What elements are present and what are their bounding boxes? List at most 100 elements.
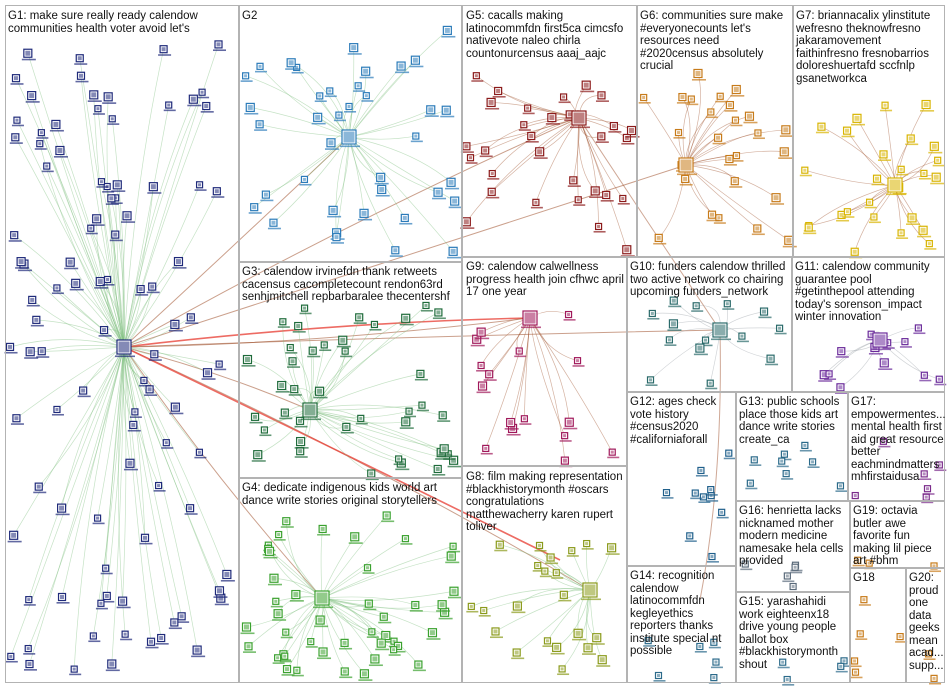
node-g7-11-fill [845,210,849,214]
node-g4-27-caption-mark [381,520,395,523]
edge-g1-35 [46,165,125,348]
node-g1-87-caption-mark [194,456,207,459]
node-g1-60-fill [8,344,13,349]
node-g4-18-fill [277,533,281,537]
edge-g1-44 [122,215,128,348]
node-g5-18-caption-mark [625,136,640,138]
edge-g1-6 [106,96,125,348]
node-g7-5-fill [872,215,876,219]
node-g1-30-caption-mark [176,621,190,623]
node-g13-0-fill [782,452,786,456]
node-g1-24-fill [164,441,168,445]
node-g13-4-fill [784,472,788,476]
node-g4-40-caption-mark [368,664,383,667]
edge-g5-5 [578,117,628,250]
node-g5-22-caption-mark [530,206,543,209]
node-g2-31-caption-mark [260,199,274,202]
node-g2-1-caption-mark [441,35,456,38]
node-g4-5-fill [243,624,249,630]
node-g1-27-caption-mark [201,378,216,380]
edge-g1-88 [73,346,125,670]
node-g3-29-caption-mark [404,415,417,418]
node-g3-15-caption-mark [287,366,301,368]
group-label-g7: G7: briannacalix ylinstitute wefresno th… [796,10,934,85]
node-g5-7-fill [592,188,598,194]
node-g10-6-caption-mark [774,332,787,335]
node-g1-74-fill [99,180,103,184]
node-g1-74-caption-mark [96,186,109,188]
node-g1-17-fill [198,183,202,187]
node-g1-61-caption-mark [25,101,40,103]
node-g10-2-caption-mark [664,344,677,346]
edge-g6-4 [685,164,789,241]
node-g1-64-caption-mark [8,240,22,242]
node-g3-2-caption-mark [275,391,290,393]
node-g1-79-caption-mark [23,653,36,655]
node-g2-35-fill [379,186,385,192]
node-g5-18-fill [629,128,635,134]
node-g16-2-caption-mark [790,571,803,574]
node-g1-45-fill [114,182,120,188]
group-label-g3: G3: calendow irvinefdn thank retweets ca… [242,266,450,303]
edge-g3-22 [309,409,442,453]
node-g11-9-fill [886,341,890,345]
node-g3-4-fill [281,320,285,324]
node-g11-10-fill [937,377,941,381]
node-g10-12-caption-mark [691,310,704,312]
node-g7-14-fill [868,200,872,204]
node-g6-12-caption-mark [653,242,667,245]
node-g2-9-fill [258,64,262,68]
node-g18-4-fill [858,632,862,636]
node-g1-59-fill [55,407,59,411]
node-g4-31-caption-mark [409,610,423,612]
node-g1-3-caption-mark [172,267,187,269]
node-g3-3-fill [398,460,404,466]
node-g4-4-caption-mark [291,674,304,677]
node-g13-7-caption-mark [749,464,762,466]
cross-edge-g5-g10 [578,117,721,331]
node-g11-4-caption-mark [868,352,883,355]
node-g18-3-fill [862,598,866,602]
node-g7-20-caption-mark [896,237,909,239]
edge-g4-7 [321,590,455,601]
node-g10-1-caption-mark [668,305,682,308]
edge-g9-0 [524,317,531,419]
node-g1-18-fill [25,50,31,56]
node-g4-39-fill [392,648,396,652]
node-g5-27-caption-mark [525,141,539,143]
node-g5-15-fill [624,135,629,140]
node-g3-39-caption-mark [259,434,272,437]
node-g3-7-caption-mark [299,312,312,315]
node-g7-24-caption-mark [896,173,909,176]
node-g4-42-fill [366,566,370,570]
node-g15-1-fill [842,659,846,663]
node-g7-7-caption-mark [906,223,921,225]
node-g1-44-caption-mark [121,221,136,223]
node-g8-10-fill [594,635,600,641]
edge-g1-26 [16,346,125,419]
node-g3-36-caption-mark [399,323,414,326]
node-g12-5-fill [727,451,731,455]
node-g7-3-fill [854,115,860,121]
node-g10-4-fill [650,311,654,315]
node-g1-73-caption-mark [98,335,112,337]
node-g14-4-fill [698,645,702,649]
node-g15-2-fill [839,664,843,668]
node-g5-24-fill [567,112,572,117]
node-g2-26-caption-mark [440,115,455,118]
node-g8-12-caption-mark [532,570,545,572]
node-g18-1-caption-mark [895,641,908,643]
node-g10-5-caption-mark [722,308,735,310]
node-g12-1-caption-mark [706,561,719,563]
edge-g9-9 [529,317,565,436]
node-g5-4-fill [488,99,494,105]
node-g19-0-fill [867,561,871,565]
edge-g1-43 [16,120,125,348]
hub-node-g5-fill [573,112,585,124]
node-g8-16-fill [514,650,519,655]
cross-edge-g9 [123,317,531,348]
group-box-g2 [239,5,462,262]
node-g4-32-fill [378,640,384,646]
node-g3-35-fill [424,303,428,307]
node-g5-19-fill [464,144,469,149]
